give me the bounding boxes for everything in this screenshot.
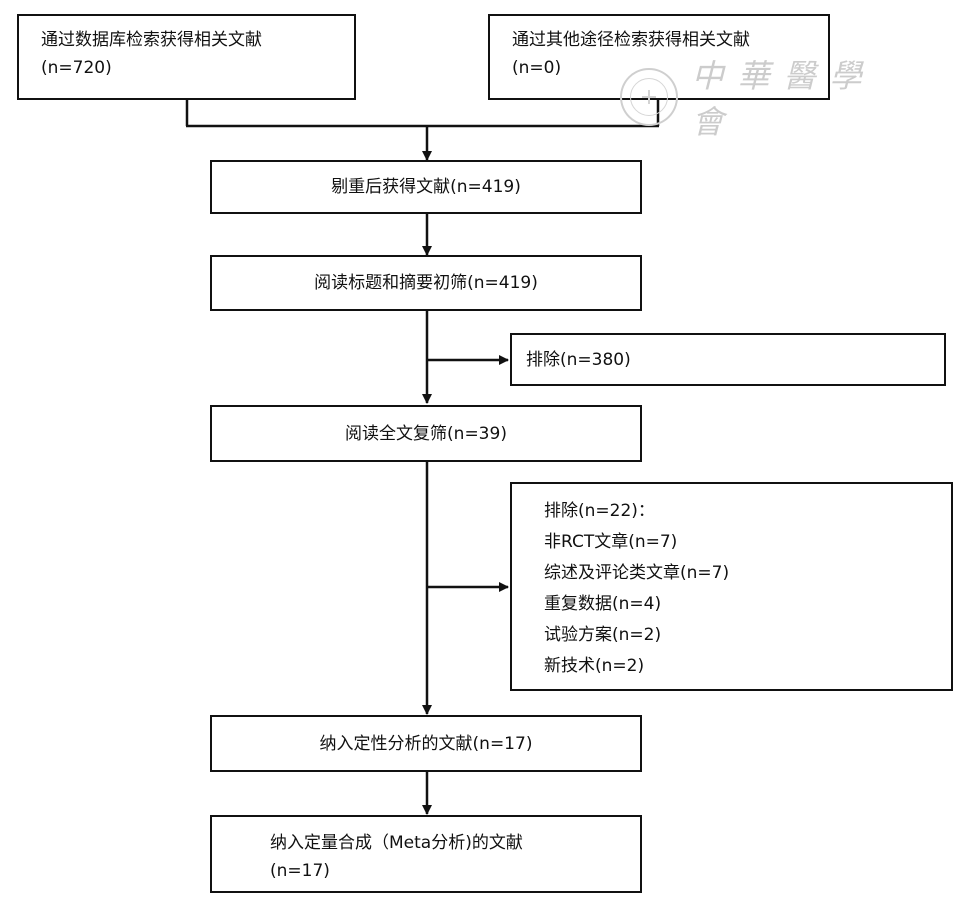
quantitative-title: 纳入定量合成（Meta分析)的文献 xyxy=(270,833,523,853)
after-dedup-label: 剔重后获得文献(n=419) xyxy=(331,177,521,197)
quantitative-count: (n=17) xyxy=(270,861,330,881)
watermark-text: 中華醫學會 xyxy=(691,57,876,141)
quantitative-box: 纳入定量合成（Meta分析)的文献 (n=17) xyxy=(210,815,642,893)
qualitative-box: 纳入定性分析的文献(n=17) xyxy=(210,715,642,772)
excluded-2-header: 排除(n=22)： xyxy=(544,501,655,521)
fulltext-box: 阅读全文复筛(n=39) xyxy=(210,405,642,462)
seal-icon xyxy=(620,68,678,126)
exclusion-reason-item: 重复数据(n=4) xyxy=(544,594,662,614)
other-search-count: (n=0) xyxy=(512,58,562,78)
database-search-title: 通过数据库检索获得相关文献 xyxy=(41,30,262,50)
fulltext-label: 阅读全文复筛(n=39) xyxy=(345,423,507,444)
title-abstract-box: 阅读标题和摘要初筛(n=419) xyxy=(210,255,642,311)
other-search-title: 通过其他途径检索获得相关文献 xyxy=(512,30,750,50)
publisher-watermark: 中華醫學會 xyxy=(620,57,920,141)
excluded-2-box: 排除(n=22)： 非RCT文章(n=7) 综述及评论类文章(n=7) 重复数据… xyxy=(510,482,953,691)
excluded-1-box: 排除(n=380) xyxy=(510,333,946,386)
database-search-box: 通过数据库检索获得相关文献 (n=720) xyxy=(17,14,356,100)
title-abstract-label: 阅读标题和摘要初筛(n=419) xyxy=(314,273,538,293)
exclusion-reason-item: 新技术(n=2) xyxy=(544,656,645,676)
qualitative-label: 纳入定性分析的文献(n=17) xyxy=(319,733,533,754)
exclusion-reason-item: 试验方案(n=2) xyxy=(544,625,662,645)
after-dedup-box: 剔重后获得文献(n=419) xyxy=(210,160,642,214)
exclusion-reason-item: 综述及评论类文章(n=7) xyxy=(544,563,730,583)
database-search-count: (n=720) xyxy=(41,58,112,78)
excluded-1-label: 排除(n=380) xyxy=(526,349,631,370)
exclusion-reason-item: 非RCT文章(n=7) xyxy=(544,532,678,552)
